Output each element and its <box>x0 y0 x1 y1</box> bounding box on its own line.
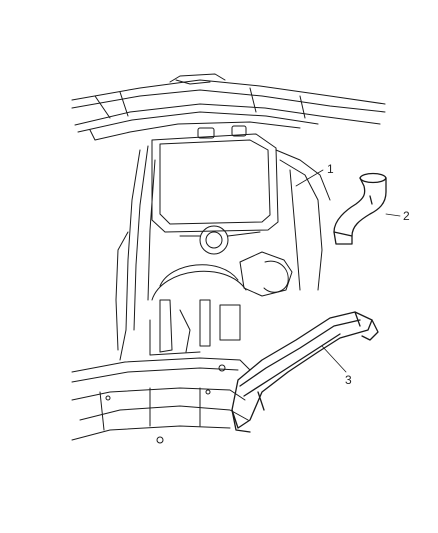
air-duct-elbow <box>333 172 387 245</box>
callout-label-2: 2 <box>403 209 410 223</box>
callout-label-3: 3 <box>345 373 352 387</box>
roof-rail <box>71 73 386 141</box>
air-duct-lower <box>231 311 379 433</box>
leader-lines <box>295 169 401 373</box>
wheel-house <box>149 251 293 356</box>
body-frame <box>115 133 331 361</box>
floor-pan <box>71 357 251 444</box>
callout-label-1: 1 <box>327 162 334 176</box>
